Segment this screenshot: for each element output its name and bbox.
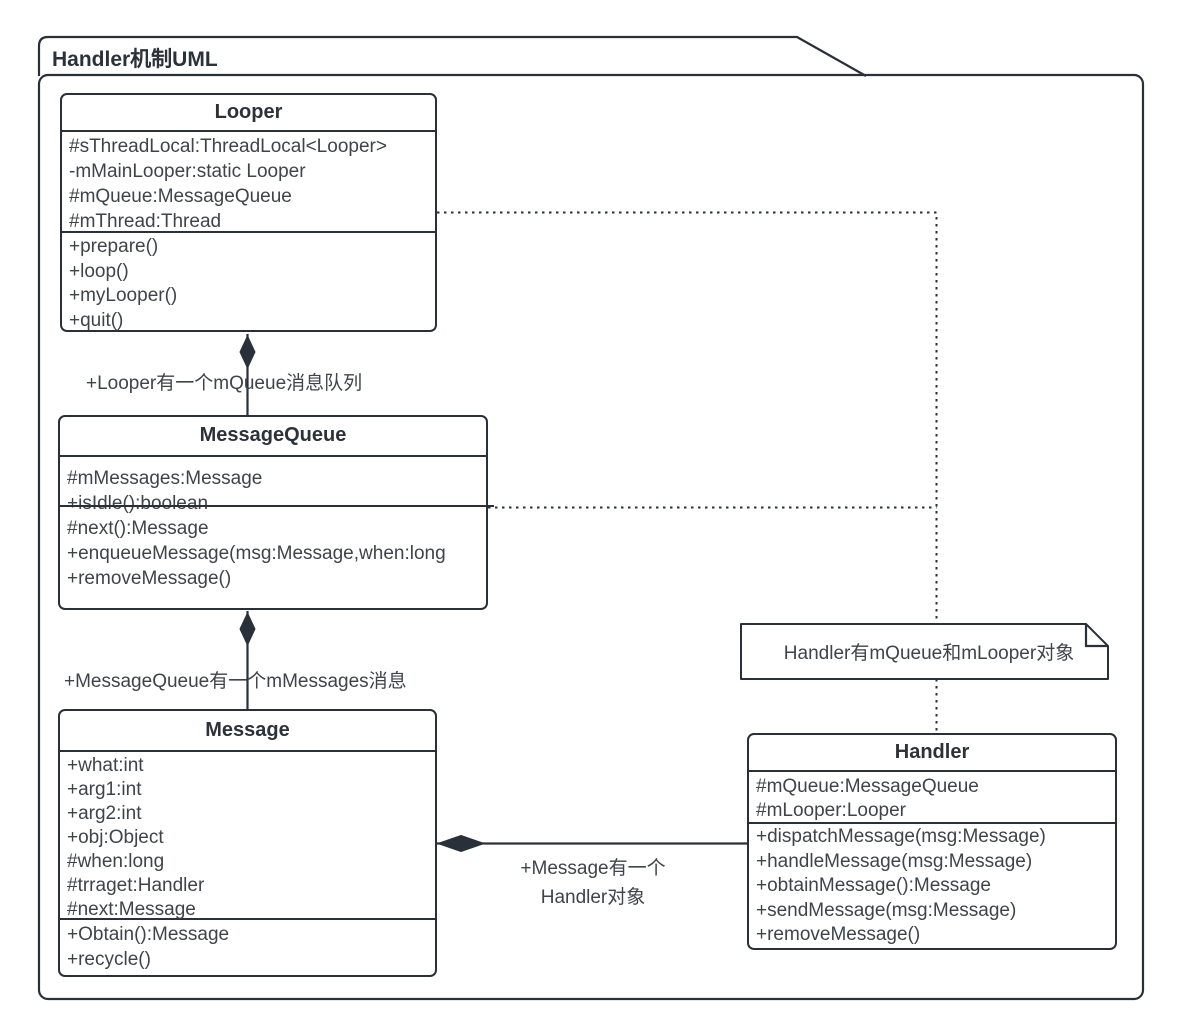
class-method: +quit()	[69, 309, 124, 331]
class-attribute: -mMainLooper:static Looper	[69, 161, 306, 182]
class-looper: Looper #sThreadLocal:ThreadLocal<Looper>…	[60, 93, 437, 332]
edge-label-line2: Handler对象	[540, 887, 646, 908]
class-method: +Obtain():Message	[67, 924, 230, 945]
class-method: +sendMessage(msg:Message)	[756, 899, 1017, 921]
class-attribute: +what:int	[67, 755, 144, 776]
aggregation-diamond-message	[437, 835, 485, 852]
note-shape	[740, 623, 1109, 680]
class-handler: Handler #mQueue:MessageQueue #mLooper:Lo…	[747, 733, 1117, 950]
class-method: #next():Message	[67, 518, 209, 539]
edge-label-messagequeue-message: +MessageQueue有一个mMessages消息	[64, 671, 407, 692]
class-attribute: #trraget:Handler	[67, 875, 205, 896]
aggregation-diamond-messagequeue	[239, 612, 256, 646]
note-fold-corner-icon	[1084, 624, 1108, 648]
class-method: +removeMessage()	[67, 568, 232, 589]
class-message-attributes: +what:int +arg1:int +arg2:int +obj:Objec…	[60, 752, 435, 920]
class-looper-attributes: #sThreadLocal:ThreadLocal<Looper> -mMain…	[62, 132, 435, 233]
class-attribute: #next:Message	[67, 899, 196, 920]
class-method: +removeMessage()	[756, 924, 921, 945]
class-method: +isIdle():boolean	[67, 493, 209, 514]
class-method: +loop()	[69, 260, 129, 282]
class-handler-attributes: #mQueue:MessageQueue #mLooper:Looper	[749, 772, 1115, 824]
class-attribute: #mThread:Thread	[69, 211, 222, 232]
class-attribute: #sThreadLocal:ThreadLocal<Looper>	[69, 136, 387, 157]
edge-label-looper-messagequeue: +Looper有一个mQueue消息队列	[86, 373, 363, 394]
class-method: +enqueueMessage(msg:Message,when:long	[67, 543, 446, 564]
diagram-title: Handler机制UML	[52, 48, 218, 71]
class-attribute: #mQueue:MessageQueue	[756, 776, 979, 797]
class-attribute: #mLooper:Looper	[756, 800, 906, 821]
class-messagequeue-members: #mMessages:Message +isIdle():boolean #ne…	[60, 457, 486, 591]
class-handler-methods: +dispatchMessage(msg:Message) +handleMes…	[749, 824, 1115, 948]
class-attribute: #when:long	[67, 851, 165, 872]
class-method: +dispatchMessage(msg:Message)	[756, 826, 1046, 847]
class-method: +myLooper()	[69, 285, 178, 306]
aggregation-diamond-looper	[239, 335, 256, 369]
class-attribute: #mMessages:Message	[67, 468, 263, 489]
frame-outline	[37, 73, 1145, 1001]
class-attribute: +arg1:int	[67, 779, 142, 800]
class-messagequeue-title: MessageQueue	[60, 417, 486, 457]
class-method: +prepare()	[69, 236, 159, 257]
edge-label-line1: +Message有一个	[520, 858, 666, 879]
class-attribute: +obj:Object	[67, 827, 164, 848]
note-text: Handler有mQueue和mLooper对象	[783, 643, 1075, 664]
class-attribute: #mQueue:MessageQueue	[69, 186, 292, 207]
edge-label-message-handler: +Message有一个 Handler对象	[468, 854, 718, 912]
class-looper-methods: +prepare() +loop() +myLooper() +quit()	[62, 233, 435, 333]
class-handler-title: Handler	[749, 735, 1115, 772]
class-messagequeue: MessageQueue #mMessages:Message +isIdle(…	[58, 415, 494, 610]
frame-title-tab	[37, 35, 867, 77]
class-message: Message +what:int +arg1:int +arg2:int +o…	[58, 709, 437, 977]
dotted-link-looper-to-note	[437, 211, 938, 624]
class-method: +recycle()	[67, 949, 151, 970]
class-message-methods: +Obtain():Message +recycle()	[60, 920, 435, 972]
compartment-divider	[58, 505, 494, 507]
class-looper-title: Looper	[62, 95, 435, 132]
class-message-title: Message	[60, 711, 435, 752]
class-method: +obtainMessage():Message	[756, 875, 991, 896]
class-attribute: +arg2:int	[67, 803, 142, 824]
class-method: +handleMessage(msg:Message)	[756, 850, 1033, 872]
